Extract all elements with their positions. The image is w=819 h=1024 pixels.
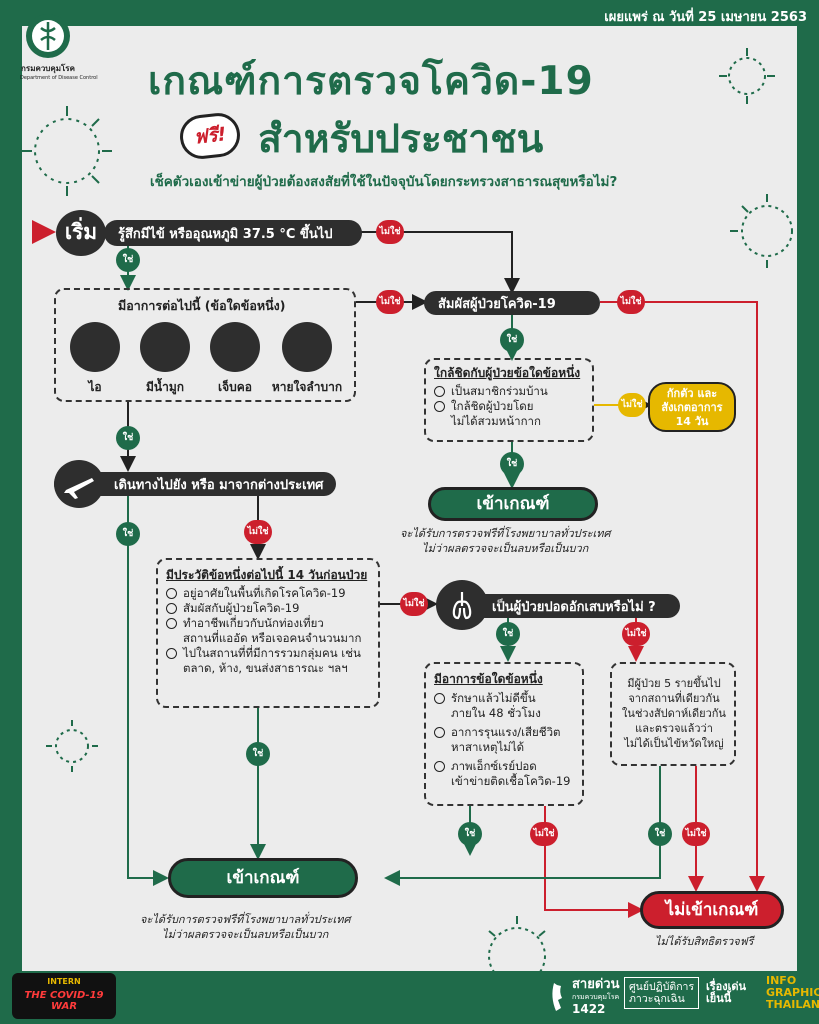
close-yes-badge: ใช่ — [500, 452, 524, 476]
covid-war-badge: INTERN THE COVID-19 WAR — [12, 973, 116, 1019]
virus-decoration-icon — [488, 916, 546, 971]
pneumonia-symptom-no-badge: ไม่ใช่ — [530, 822, 558, 846]
pneumonia-yes-badge: ใช่ — [496, 622, 520, 646]
emergency-center-logo: ศูนย์ปฏิบัติการ ภาวะฉุกเฉิน — [624, 977, 700, 1009]
history-option: ทำอาชีพเกี่ยวกับนักท่องเที่ยว สถานที่แออ… — [166, 616, 367, 646]
virus-decoration-icon — [719, 48, 775, 104]
pneumonia-symptom-content: มีอาการข้อใดข้อหนึ่ง รักษาแล้วไม่ดีขึ้น … — [434, 672, 570, 789]
pneumonia-symptom-box — [424, 662, 584, 806]
phone-icon — [548, 977, 570, 1017]
eligible-note-top: จะได้รับการตรวจฟรีที่โรงพยาบาลทั่วประเทศ… — [400, 527, 611, 555]
symptoms-title: มีอาการต่อไปนี้ (ข้อใดข้อหนึ่ง) — [118, 298, 286, 313]
pneumonia-symptom-yes-badge: ใช่ — [458, 822, 482, 846]
hotline: สายด่วน กรมควบคุมโรค 1422 — [572, 977, 620, 1016]
ddc-logo: กรมควบคุมโรค Department of Disease Contr… — [20, 12, 98, 81]
title-line-2: สำหรับประชาชน — [258, 117, 544, 162]
ddc-emblem-icon — [26, 14, 70, 58]
eligible-note: จะได้รับการตรวจฟรีที่โรงพยาบาลทั่วประเทศ… — [140, 913, 351, 941]
virus-decoration-icon — [22, 106, 112, 196]
symptoms-yes-badge: ใช่ — [116, 426, 140, 450]
title-line-1: เกณฑ์การตรวจโควิด-19 — [148, 59, 594, 104]
cluster-box — [610, 662, 736, 766]
symptom-runny-nose-icon — [140, 322, 190, 372]
logo-title: กรมควบคุมโรค — [21, 64, 75, 73]
not-eligible-result: ไม่เข้าเกณฑ์ — [640, 891, 784, 929]
virus-decoration-icon — [46, 720, 98, 772]
symptom-cough-icon — [70, 322, 120, 372]
lungs-icon — [436, 580, 488, 630]
history-option: ไปในสถานที่ที่มีการรวมกลุ่มคน เช่น ตลาด,… — [166, 646, 367, 676]
eligible-result: เข้าเกณฑ์ — [168, 858, 358, 898]
pneumonia-no-badge: ไม่ใช่ — [622, 622, 650, 646]
history-no-badge: ไม่ใช่ — [400, 592, 428, 616]
date-label: เผยแพร่ ณ วันที่ 25 เมษายน 2563 — [604, 10, 807, 25]
close-contact-option: ใกล้ชิดผู้ป่วยโดย ไม่ได้สวมหน้ากาก — [434, 399, 580, 429]
eligible-result-top: เข้าเกณฑ์ — [428, 487, 598, 521]
cluster-no-badge: ไม่ใช่ — [682, 822, 710, 846]
close-contact-title: ใกล้ชิดกับผู้ป่วยข้อใดข้อหนึ่ง — [434, 366, 581, 380]
pneumonia-question: เป็นผู้ป่วยปอดอักเสบหรือไม่ ? — [450, 594, 680, 618]
start-node: เริ่ม — [56, 210, 106, 256]
contact-question: สัมผัสผู้ป่วยโควิด-19 — [424, 291, 600, 315]
close-no-badge: ไม่ใช่ — [618, 393, 646, 417]
symptom-label: มีน้ำมูก — [145, 380, 185, 394]
pneumonia-option: ภาพเอ็กซ์เรย์ปอด เข้าข่ายติดเชื้อโควิด-1… — [434, 759, 570, 789]
history-content: มีประวัติข้อหนึ่งต่อไปนี้ 14 วันก่อนป่วย… — [166, 568, 367, 676]
pneumonia-option: อาการรุนแรง/เสียชีวิต หาสาเหตุไม่ได้ — [434, 725, 570, 755]
symptom-breathing-icon — [282, 322, 332, 372]
isolate-result: กักตัว และ สังเกตอาการ 14 วัน — [648, 382, 736, 432]
brand-logo-2: INFO GRAPHIC THAILAND — [766, 974, 819, 1011]
badge-main: THE COVID-19 WAR — [24, 990, 104, 1012]
close-contact-content: ใกล้ชิดกับผู้ป่วยข้อใดข้อหนึ่ง เป็นสมาชิ… — [434, 366, 580, 429]
travel-yes-badge: ใช่ — [116, 522, 140, 546]
symptom-label: ไอ — [88, 380, 102, 394]
hotline-label: สายด่วน — [572, 977, 620, 992]
airplane-icon — [54, 460, 104, 508]
symptom-label: เจ็บคอ — [218, 380, 252, 394]
pneumonia-option: รักษาแล้วไม่ดีขึ้น ภายใน 48 ชั่วโมง — [434, 691, 570, 721]
contact-yes-badge: ใช่ — [500, 328, 524, 352]
logo-subtitle: Department of Disease Control — [20, 75, 98, 81]
hotline-sub: กรมควบคุมโรค — [572, 993, 620, 1001]
pneumonia-symptom-title: มีอาการข้อใดข้อหนึ่ง — [434, 672, 543, 686]
fever-no-badge: ไม่ใช่ — [376, 220, 404, 244]
fever-question: รู้สึกมีไข้ หรืออุณหภูมิ 37.5 °C ขึ้นไป — [104, 220, 362, 246]
history-box — [156, 558, 380, 708]
symptoms-no-badge: ไม่ใช่ — [376, 290, 404, 314]
virus-decoration-icon — [730, 194, 793, 268]
cluster-text: มีผู้ป่วย 5 รายขึ้นไป จากสถานที่เดียวกัน… — [622, 677, 726, 750]
hotline-number: 1422 — [572, 1002, 606, 1016]
travel-no-badge: ไม่ใช่ — [244, 520, 272, 544]
brand-logo-1: เรื่องเด่นเย็นนี้ — [706, 980, 747, 1005]
history-option: อยู่อาศัยในพื้นที่เกิดโรคโควิด-19 — [166, 586, 367, 601]
infographic-card — [22, 26, 797, 971]
not-eligible-note: ไม่ได้รับสิทธิตรวจฟรี — [655, 935, 754, 948]
fever-yes-badge: ใช่ — [116, 248, 140, 272]
close-contact-box — [424, 358, 594, 442]
close-contact-option: เป็นสมาชิกร่วมบ้าน — [434, 384, 580, 399]
cluster-yes-badge: ใช่ — [648, 822, 672, 846]
history-yes-badge: ใช่ — [246, 742, 270, 766]
symptom-sore-throat-icon — [210, 322, 260, 372]
symptom-label: หายใจลำบาก — [271, 380, 343, 394]
footer: INTERN THE COVID-19 WAR สายด่วน กรมควบคุ… — [0, 971, 819, 1024]
badge-top: INTERN — [47, 977, 81, 986]
contact-no-badge: ไม่ใช่ — [617, 290, 645, 314]
history-title: มีประวัติข้อหนึ่งต่อไปนี้ 14 วันก่อนป่วย — [166, 568, 368, 582]
subtitle: เช็คตัวเองเข้าข่ายผู้ป่วยต้องสงสัยที่ใช้… — [150, 174, 618, 190]
history-option: สัมผัสกับผู้ป่วยโควิด-19 — [166, 601, 367, 616]
symptoms-box — [54, 288, 356, 402]
